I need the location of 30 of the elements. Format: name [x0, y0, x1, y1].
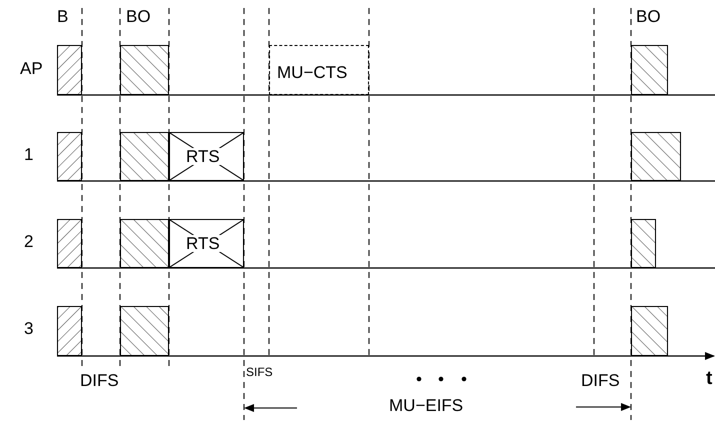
crossed-frame-box	[169, 219, 244, 268]
frame-label: MU−CTS	[277, 64, 348, 81]
interval-label: DIFS	[80, 372, 119, 389]
hatched-box	[631, 306, 668, 356]
hatched-box	[631, 219, 656, 268]
column-label: BO	[636, 8, 661, 25]
hatched-box	[120, 45, 169, 95]
hatched-box	[120, 219, 169, 268]
hatched-box	[120, 306, 169, 356]
dashed-frame-box	[269, 45, 369, 95]
hatched-box	[57, 45, 82, 95]
row-label: AP	[20, 60, 43, 77]
frame-label: RTS	[185, 148, 221, 165]
hatched-box	[57, 132, 82, 181]
interval-label: DIFS	[581, 372, 620, 389]
hatched-box	[631, 45, 668, 95]
axis-label: t	[706, 369, 712, 388]
hatched-box	[631, 132, 681, 181]
hatched-box	[57, 219, 82, 268]
hatched-box	[120, 132, 169, 181]
row-label: 1	[24, 146, 34, 163]
interval-label: SIFS	[246, 366, 273, 378]
interval-label: MU−EIFS	[389, 397, 464, 414]
column-label: BO	[126, 8, 151, 25]
hatched-box	[57, 306, 82, 356]
crossed-frame-box	[169, 132, 244, 181]
frame-label: RTS	[185, 235, 221, 252]
column-label: B	[57, 8, 68, 25]
row-label: 2	[24, 233, 34, 250]
row-label: 3	[24, 320, 34, 337]
